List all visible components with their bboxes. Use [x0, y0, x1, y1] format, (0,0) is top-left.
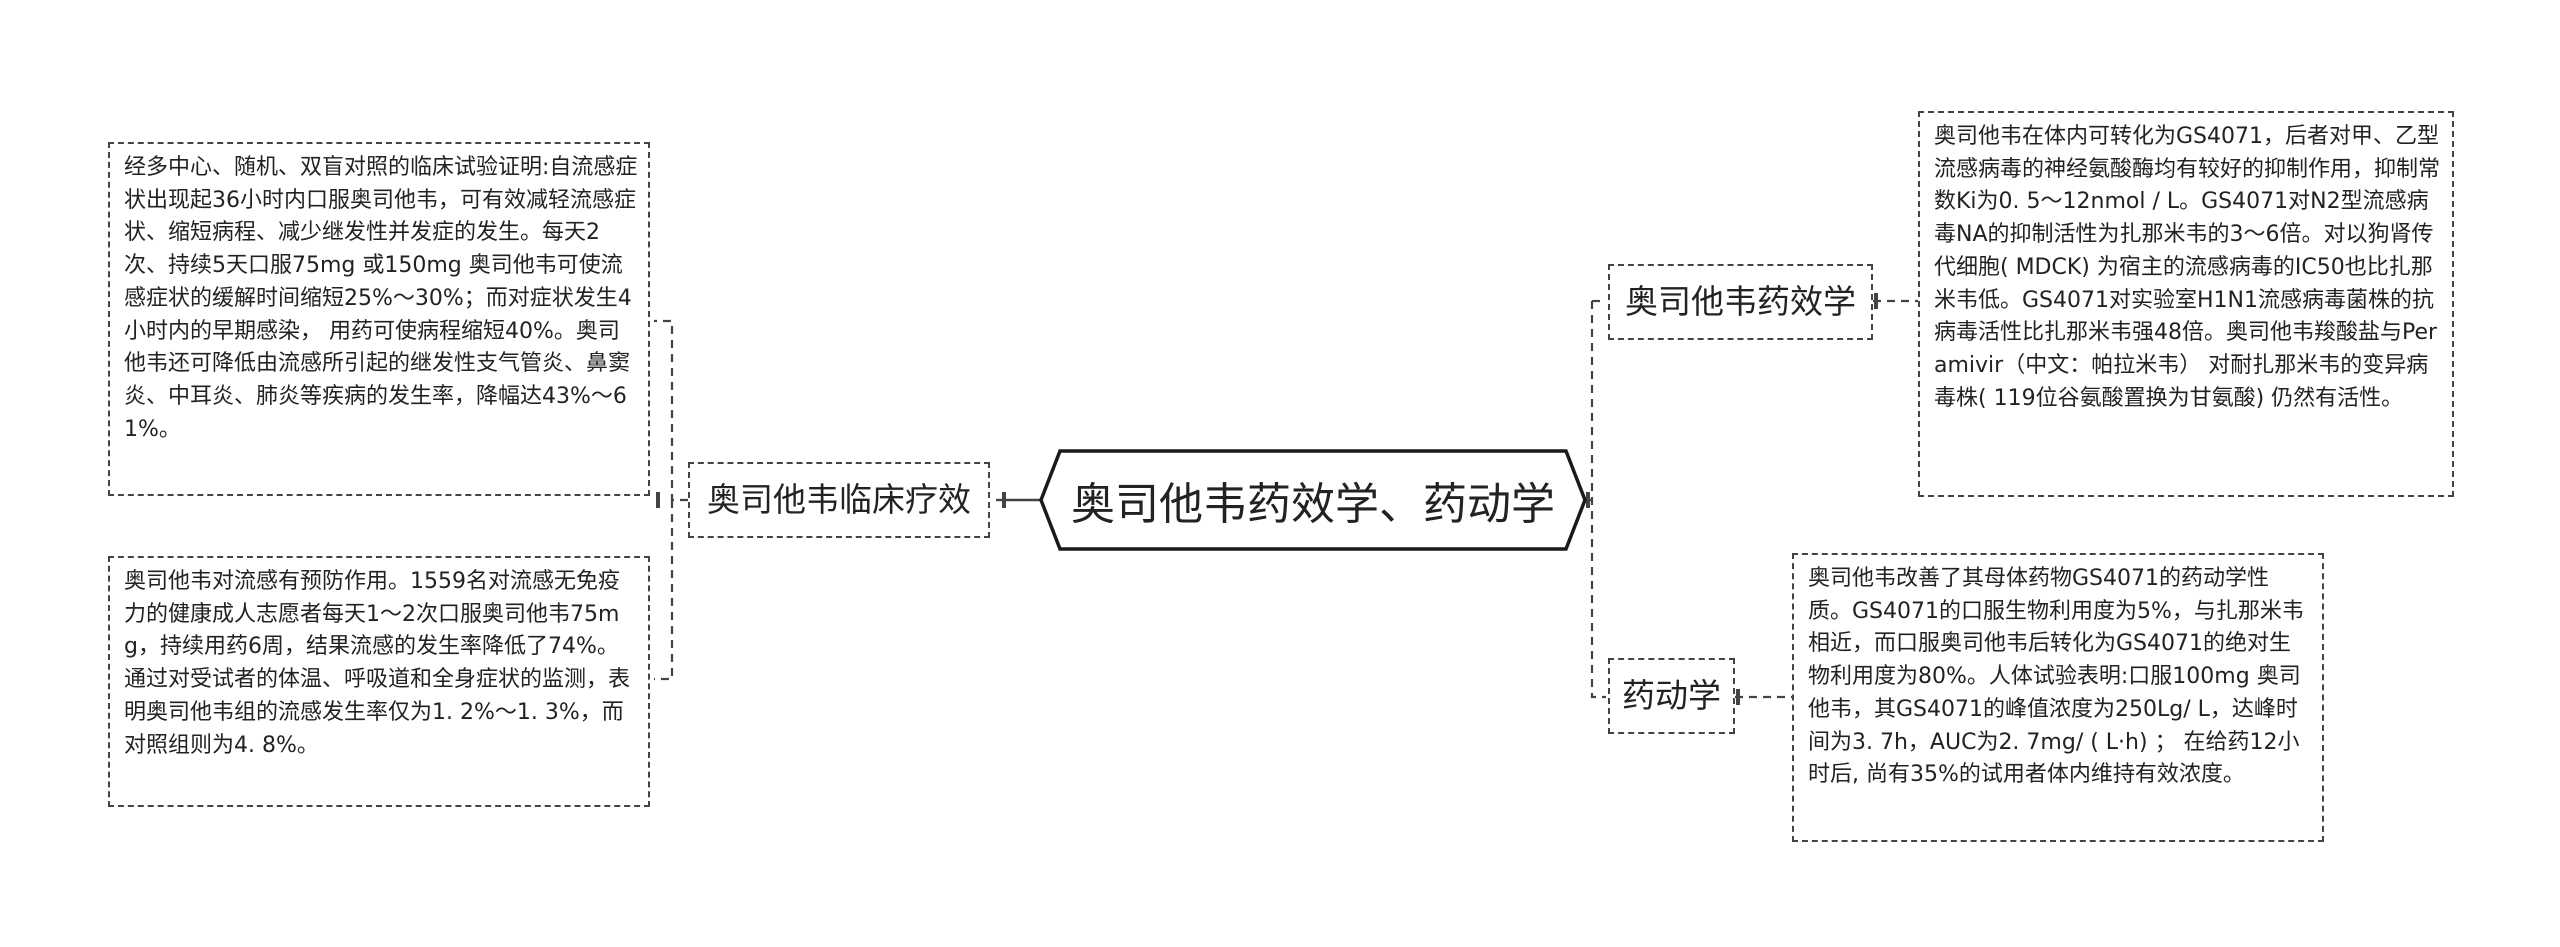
branch-pharmacodynamics-label: 奥司他韦药效学	[1625, 282, 1856, 321]
leaf-clinical-prevention[interactable]: 奥司他韦对流感有预防作用。1559名对流感无免疫力的健康成人志愿者每天1～2次口…	[108, 556, 650, 807]
tick-clinical-left	[656, 492, 660, 508]
leaf-clinical-trial-evidence-text: 经多中心、随机、双盲对照的临床试验证明:自流感症状出现起36小时内口服奥司他韦，…	[124, 155, 638, 442]
leaf-pharmacokinetics-detail[interactable]: 奥司他韦改善了其母体药物GS4071的药动学性质。GS4071的口服生物利用度为…	[1792, 553, 2324, 842]
tick-pd-right	[1874, 293, 1878, 309]
leaf-clinical-trial-evidence[interactable]: 经多中心、随机、双盲对照的临床试验证明:自流感症状出现起36小时内口服奥司他韦，…	[108, 142, 650, 496]
connector-clinical-leaf-2	[654, 500, 674, 681]
branch-pharmacokinetics[interactable]: 药动学	[1608, 658, 1735, 734]
connector-clinical-leaf-1	[654, 319, 688, 502]
leaf-pharmacokinetics-detail-text: 奥司他韦改善了其母体药物GS4071的药动学性质。GS4071的口服生物利用度为…	[1808, 566, 2304, 788]
leaf-pharmacodynamics-detail[interactable]: 奥司他韦在体内可转化为GS4071，后者对甲、乙型流感病毒的神经氨酸酶均有较好的…	[1918, 111, 2454, 497]
connector-root-pk	[1590, 301, 1606, 699]
root-node-label: 奥司他韦药效学、药动学	[1071, 479, 1555, 530]
tick-pk-right	[1736, 689, 1740, 705]
branch-clinical-efficacy[interactable]: 奥司他韦临床疗效	[688, 462, 990, 538]
root-node[interactable]: 奥司他韦药效学、药动学	[1038, 448, 1588, 552]
leaf-clinical-prevention-text: 奥司他韦对流感有预防作用。1559名对流感无免疫力的健康成人志愿者每天1～2次口…	[124, 569, 631, 758]
leaf-pharmacodynamics-detail-text: 奥司他韦在体内可转化为GS4071，后者对甲、乙型流感病毒的神经氨酸酶均有较好的…	[1934, 124, 2441, 411]
branch-pharmacodynamics[interactable]: 奥司他韦药效学	[1608, 264, 1873, 340]
branch-clinical-efficacy-label: 奥司他韦临床疗效	[707, 480, 971, 519]
branch-pharmacokinetics-label: 药动学	[1622, 676, 1721, 715]
tick-root-right	[1586, 492, 1590, 508]
root-hexagon-shape	[1039, 449, 1587, 551]
